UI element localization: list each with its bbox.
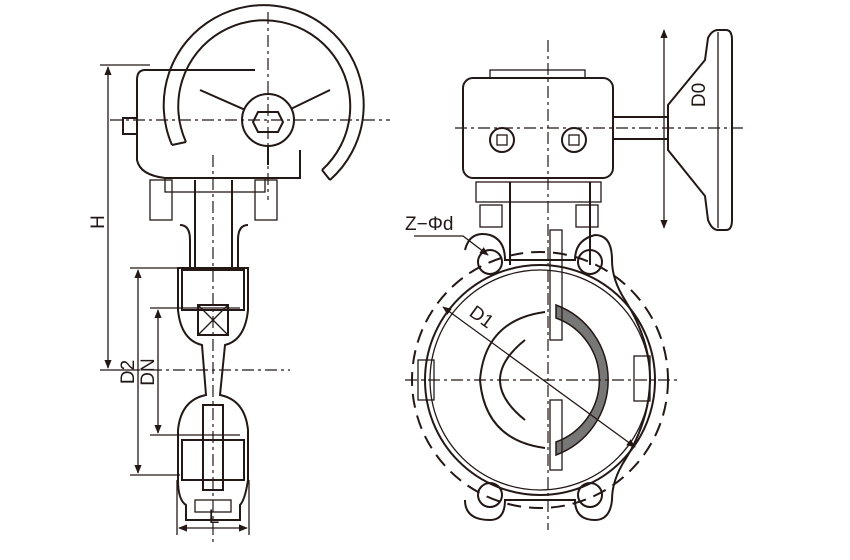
handwheel-front	[667, 29, 733, 231]
gearbox	[136, 69, 301, 179]
valve-neck	[194, 180, 233, 268]
label-D2: D2	[118, 360, 139, 384]
label-L: L	[209, 507, 220, 528]
valve-body-side	[177, 267, 249, 521]
label-H: H	[88, 215, 109, 229]
label-D0: D0	[689, 83, 710, 107]
dimension-D1	[442, 306, 636, 448]
handwheel-rim	[162, 4, 365, 181]
bolt-holes	[477, 249, 603, 508]
label-D1: D1	[465, 302, 497, 333]
label-DN: DN	[138, 358, 159, 385]
side-view: H D2 DN L	[88, 4, 390, 545]
front-view: D0 Z−Φd D1	[405, 29, 745, 530]
label-Z-phi-d: Z−Φd	[405, 214, 453, 235]
